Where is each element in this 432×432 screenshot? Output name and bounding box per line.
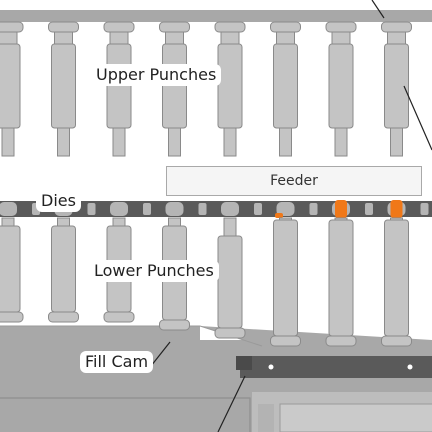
upper-punch-neck — [165, 31, 184, 45]
upper-punch-head — [270, 21, 301, 33]
powder-fill — [335, 200, 347, 218]
lower-punch-head — [48, 311, 79, 323]
upper-punch-tip — [1, 127, 15, 157]
die-segment — [143, 203, 151, 215]
bracket-bolt — [407, 364, 413, 370]
upper-punch-tip — [168, 127, 181, 157]
upper-punch-tip — [334, 127, 348, 157]
lower-punch-head — [0, 311, 24, 323]
die-cavity — [276, 202, 295, 216]
lower-punch-head — [325, 335, 357, 347]
lower-punch-head — [159, 319, 190, 331]
upper-punch-body — [273, 43, 298, 129]
upper-punch-head — [48, 21, 79, 33]
die-cavity — [0, 202, 17, 216]
upper-punch-head — [381, 21, 412, 33]
fill-cam-block — [236, 356, 252, 370]
lower-punch-body — [273, 219, 298, 337]
upper-punches-label: Upper Punches — [91, 64, 222, 86]
upper-punch-body — [106, 43, 132, 129]
lower-punch-head — [214, 327, 246, 339]
die-segment — [365, 203, 373, 215]
upper-punch-body — [328, 43, 354, 129]
fill-cam-leader — [217, 375, 246, 432]
die-cavity — [165, 202, 184, 216]
upper-punch-body — [384, 43, 409, 129]
upper-punch-body — [217, 43, 243, 129]
upper-punch-head — [214, 21, 246, 33]
fill-cam-label: Fill Cam — [80, 351, 154, 373]
upper-punch-neck — [54, 31, 73, 45]
die-table — [0, 201, 432, 217]
upper-punch-tip — [57, 127, 70, 157]
upper-punch-head — [325, 21, 357, 33]
upper-punch-tip — [390, 127, 403, 157]
powder-fill — [390, 200, 403, 218]
dies-label: Dies — [36, 190, 81, 212]
upper-cam-line — [403, 85, 432, 151]
fill-cam-leader — [150, 341, 171, 367]
bracket-bolt — [268, 364, 274, 370]
upper-punch-neck — [220, 31, 240, 45]
upper-punch-body — [0, 43, 21, 129]
fill-cam-bracket — [240, 356, 432, 378]
upper-punch-tip — [223, 127, 237, 157]
lower-punch-body — [51, 225, 76, 313]
upper-punch-head — [103, 21, 135, 33]
die-segment — [254, 203, 262, 215]
lower-cam-track — [0, 326, 200, 340]
feeder-text: Feeder — [270, 173, 318, 189]
upper-punch-neck — [387, 31, 406, 45]
lower-punch-head — [103, 311, 135, 323]
upper-punch-neck — [276, 31, 295, 45]
lower-punch-head — [270, 335, 301, 347]
upper-punch-head — [159, 21, 190, 33]
upper-punch-neck — [331, 31, 351, 45]
lower-punch-body — [0, 225, 21, 313]
upper-punch-tip — [279, 127, 292, 157]
fill-cam-ramp — [200, 326, 432, 346]
upper-punch-head — [0, 21, 24, 33]
base-slot — [258, 404, 274, 432]
lower-punches-label: Lower Punches — [89, 260, 219, 282]
die-segment — [87, 203, 96, 215]
upper-cam-line — [371, 0, 385, 19]
upper-punch-neck — [109, 31, 129, 45]
upper-punch-body — [162, 43, 187, 129]
die-segment — [198, 203, 207, 215]
die-cavity — [221, 202, 239, 216]
upper-punch-tip — [112, 127, 126, 157]
lower-punch-head — [381, 335, 412, 347]
lower-punch-body — [328, 219, 354, 337]
die-segment — [309, 203, 318, 215]
lower-punch-body — [217, 235, 243, 329]
lower-punch-body — [384, 219, 409, 337]
die-segment — [420, 203, 429, 215]
upper-rail — [0, 10, 432, 22]
feeder-label: Feeder — [166, 166, 422, 196]
upper-punch-neck — [0, 31, 18, 45]
base-outline — [0, 397, 251, 432]
powder-fill — [275, 213, 283, 218]
upper-punch-body — [51, 43, 76, 129]
base-panel — [279, 403, 432, 432]
die-cavity — [110, 202, 128, 216]
